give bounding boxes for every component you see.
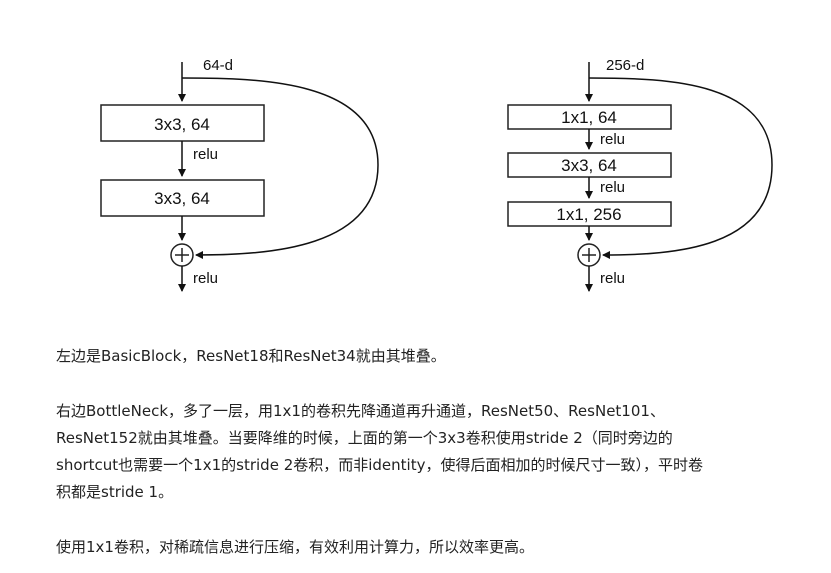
bottleneck-shortcut-connection	[588, 77, 773, 259]
efficiency-description: 使用1x1卷积，对稀疏信息进行压缩，有效利用计算力，所以效率更高。	[56, 538, 534, 556]
basic-conv-label-2: 3x3, 64	[154, 189, 210, 208]
bottleneck-conv-label-2: 3x3, 64	[561, 156, 617, 175]
bottleneck-relu-label-2: relu	[600, 179, 625, 196]
bottleneck-description-line: shortcut也需要一个1x1的stride 2卷积，而非identity，使…	[56, 456, 703, 474]
basic-shortcut-connection	[181, 77, 379, 259]
bottleneck-conv-label-1: 1x1, 64	[561, 108, 617, 127]
basic-relu-label-1: relu	[193, 146, 218, 163]
basic-relu-label-2: relu	[193, 270, 218, 287]
bottleneck-relu-label-1: relu	[600, 131, 625, 148]
basic-block-description: 左边是BasicBlock，ResNet18和ResNet34就由其堆叠。	[56, 347, 446, 365]
bottleneck-conv-box-1	[507, 104, 672, 130]
basic-conv-box-2	[100, 179, 265, 217]
basic-conv-label-1: 3x3, 64	[154, 115, 210, 134]
bottleneck-description-line: 积都是stride 1。	[56, 483, 174, 501]
bottleneck-conv-box-3	[507, 201, 672, 227]
bottleneck-description-line: ResNet152就由其堆叠。当要降维的时候，上面的第一个3x3卷积使用stri…	[56, 429, 673, 447]
bottleneck-input-dim-label: 256-d	[606, 57, 644, 74]
bottleneck-description: 右边BottleNeck，多了一层，用1x1的卷积先降通道再升通道，ResNet…	[56, 398, 816, 506]
basic-input-dim-label: 64-d	[203, 57, 233, 74]
bottleneck-description-line: 右边BottleNeck，多了一层，用1x1的卷积先降通道再升通道，ResNet…	[56, 402, 665, 420]
basic-add-node-icon	[170, 243, 194, 267]
basic-block: 64-d 3x3, 64 relu 3x3, 64 relu	[100, 57, 379, 292]
resnet-blocks-diagram: 64-d 3x3, 64 relu 3x3, 64 relu 256-d 1x1…	[100, 57, 773, 292]
bottleneck-conv-label-3: 1x1, 256	[556, 205, 621, 224]
bottleneck-add-node-icon	[577, 243, 601, 267]
bottleneck-relu-label-3: relu	[600, 270, 625, 287]
bottleneck-block: 256-d 1x1, 64 relu 3x3, 64 relu 1x1, 256…	[507, 57, 773, 292]
bottleneck-conv-box-2	[507, 152, 672, 178]
